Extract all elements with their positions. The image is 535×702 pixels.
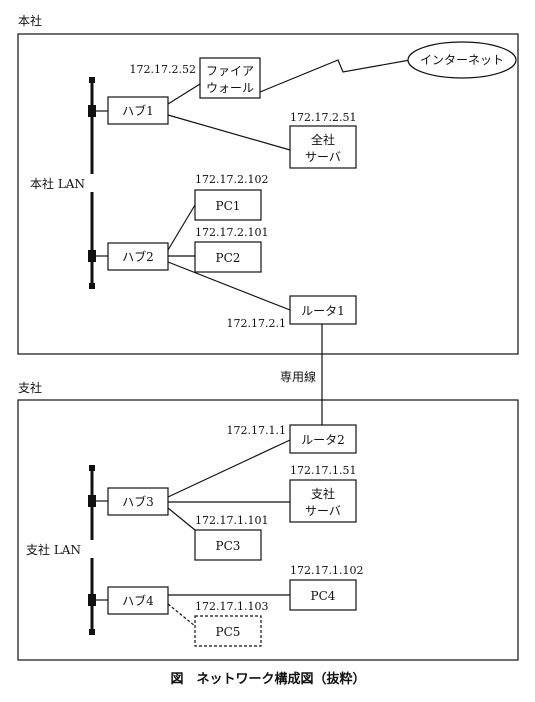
- hub4-tap: [88, 594, 96, 606]
- pc5-node: PC5 172.17.1.103: [194, 600, 268, 647]
- pc3-ip: 172.17.1.101: [195, 514, 268, 527]
- pc1-node: PC1 172.17.2.102: [194, 173, 268, 221]
- leased-line-label: 専用線: [280, 369, 316, 384]
- link-hub2-router1: [167, 261, 291, 311]
- pc4-ip: 172.17.1.102: [290, 564, 363, 577]
- router1-node: ルータ1 172.17.2.1: [227, 295, 357, 330]
- link-hub2-pc1: [167, 204, 196, 251]
- firewall-label-line2: ウォール: [206, 81, 254, 95]
- hub4-node: ハブ4: [107, 586, 169, 615]
- firewall-node: ファイア ウォール 172.17.2.52: [130, 57, 261, 99]
- firewall-ip: 172.17.2.52: [130, 63, 196, 76]
- internet-label: インターネット: [420, 53, 504, 67]
- link-firewall-internet: [259, 59, 411, 93]
- pc3-node: PC3 172.17.1.101: [194, 514, 268, 561]
- pc4-node: PC4 172.17.1.102: [289, 564, 363, 611]
- router2-ip: 172.17.1.1: [227, 424, 286, 437]
- link-hub3-pc3: [167, 507, 196, 531]
- hub1-label: ハブ1: [122, 103, 154, 118]
- branch-server-label-line2: サーバ: [305, 504, 341, 518]
- figure-caption: 図 ネットワーク構成図（抜粋）: [170, 671, 365, 687]
- hub2-label: ハブ2: [122, 249, 154, 264]
- hub1-node: ハブ1: [107, 96, 169, 125]
- hub3-label: ハブ3: [122, 494, 154, 509]
- headquarters-lan-label-bg: [40, 174, 132, 192]
- router1-label: ルータ1: [301, 304, 345, 318]
- headquarters-office: 本社: [17, 13, 519, 355]
- branch-boundary: [17, 399, 519, 661]
- headquarters-boundary: [17, 33, 519, 355]
- hub3-node: ハブ3: [107, 487, 169, 516]
- link-hub1-firewall: [167, 83, 201, 105]
- headquarters-label: 本社: [18, 13, 42, 28]
- company-server-node: 全社 サーバ 172.17.2.51: [289, 111, 357, 169]
- branch-office: 支社: [17, 380, 519, 661]
- pc2-label: PC2: [216, 251, 241, 265]
- pc1-ip: 172.17.2.102: [195, 173, 268, 186]
- link-hub3-router2: [167, 439, 291, 498]
- router1-ip: 172.17.2.1: [227, 317, 286, 330]
- pc1-label: PC1: [216, 199, 241, 213]
- branch-lan-label: 支社 LAN: [26, 542, 81, 557]
- hub3-tap: [88, 495, 96, 507]
- hub1-tap: [88, 105, 96, 117]
- branch-server-label-line1: 支社: [311, 486, 335, 501]
- company-server-ip: 172.17.2.51: [290, 111, 356, 124]
- hub2-tap: [88, 250, 96, 262]
- pc2-ip: 172.17.2.101: [195, 226, 268, 239]
- branch-server-ip: 172.17.1.51: [290, 464, 356, 477]
- link-hub1-company-server: [167, 114, 291, 151]
- branch-label: 支社: [18, 380, 42, 395]
- pc3-label: PC3: [216, 539, 241, 553]
- router2-node: ルータ2 172.17.1.1: [227, 424, 357, 454]
- branch-lan-label-bg: [32, 540, 124, 558]
- firewall-label-line1: ファイア: [206, 64, 254, 78]
- pc2-node: PC2 172.17.2.101: [194, 226, 268, 273]
- headquarters-lan-label: 本社 LAN: [30, 176, 85, 191]
- pc5-ip: 172.17.1.103: [195, 600, 268, 613]
- branch-server-node: 支社 サーバ 172.17.1.51: [289, 464, 357, 523]
- internet-node: インターネット: [407, 41, 517, 79]
- pc5-label: PC5: [216, 625, 241, 639]
- company-server-label-line1: 全社: [311, 132, 335, 147]
- router2-label: ルータ2: [301, 433, 345, 447]
- company-server-label-line2: サーバ: [305, 150, 341, 164]
- hub4-label: ハブ4: [122, 593, 154, 608]
- connections: [167, 59, 411, 627]
- hub2-node: ハブ2: [107, 242, 169, 271]
- link-hub4-pc5: [167, 603, 196, 627]
- pc4-label: PC4: [311, 589, 336, 603]
